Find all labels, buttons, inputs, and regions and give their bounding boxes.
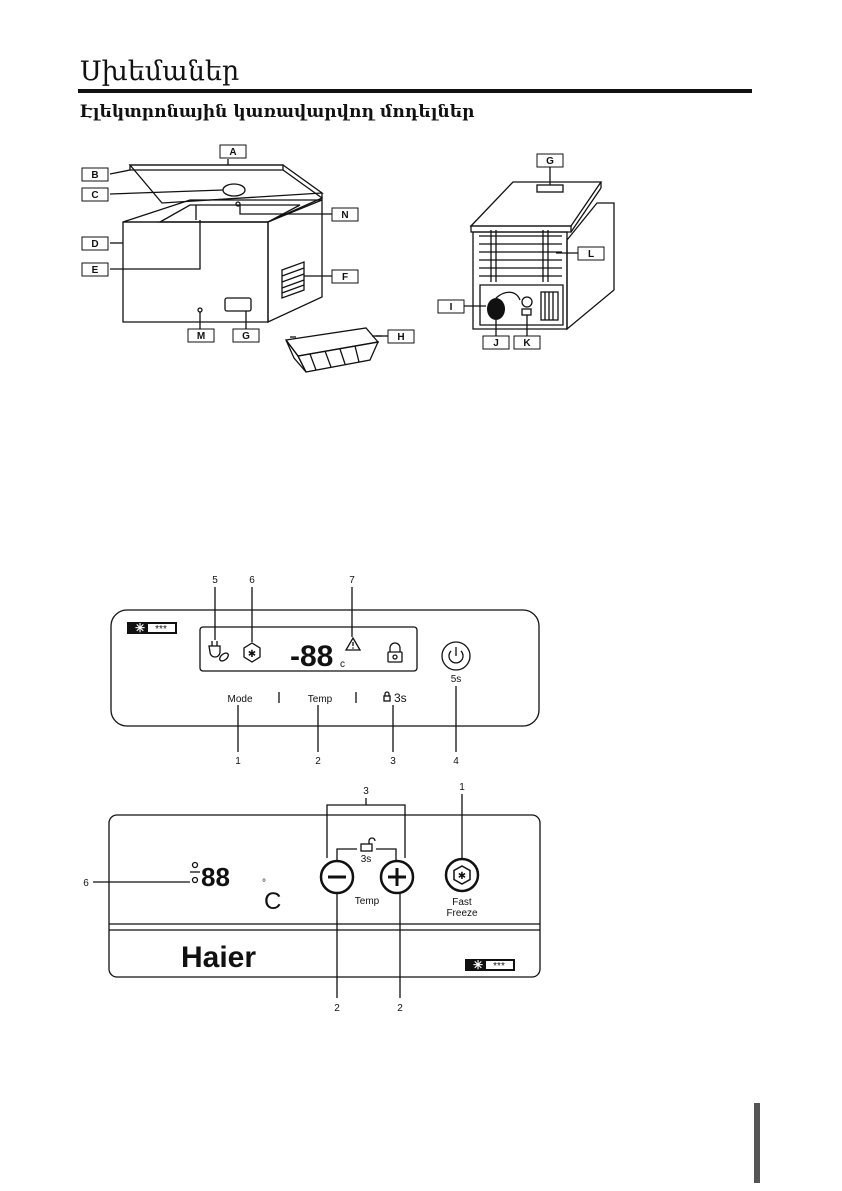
label-d: D bbox=[91, 239, 98, 250]
control-panel-2: 88 ° C 3s Temp ✱ Fast Freeze bbox=[83, 782, 541, 1014]
snowflake-icon: ✳ bbox=[135, 621, 145, 635]
lid-handle bbox=[222, 183, 246, 197]
fast-freeze-small-icon bbox=[191, 861, 199, 869]
warning-icon bbox=[344, 636, 362, 651]
label-l: L bbox=[588, 249, 594, 260]
label-a: A bbox=[229, 147, 236, 158]
callout-6: 6 bbox=[249, 575, 255, 586]
temp-label-2: Temp bbox=[355, 896, 380, 907]
page-title: Սխեմաներ bbox=[80, 56, 240, 87]
callout-3: 3 bbox=[390, 756, 396, 767]
freezer-back-diagram: G L I J K bbox=[437, 153, 615, 350]
temp-decrease-button[interactable] bbox=[319, 859, 355, 895]
label-j: J bbox=[493, 338, 499, 349]
star-rating-2: *** bbox=[493, 961, 505, 972]
celsius-unit: C bbox=[264, 888, 281, 915]
label-m: M bbox=[197, 331, 205, 342]
brand-logo: Haier bbox=[181, 941, 256, 974]
power-button[interactable] bbox=[441, 641, 471, 671]
temperature-display: -88 bbox=[290, 640, 333, 673]
callout2-1: 1 bbox=[459, 782, 465, 793]
label-n: N bbox=[341, 210, 348, 221]
callout-4: 4 bbox=[453, 756, 459, 767]
freezer-side bbox=[267, 196, 323, 324]
callout2-3: 3 bbox=[363, 786, 369, 797]
temp-button[interactable]: Temp bbox=[308, 694, 333, 705]
label-h: H bbox=[397, 332, 404, 343]
callout2-2b: 2 bbox=[397, 1003, 403, 1014]
label-b: B bbox=[91, 170, 98, 181]
label-f: F bbox=[342, 272, 348, 283]
fast-freeze-indicator-icon: ✱ bbox=[243, 642, 261, 663]
lock-small-icon bbox=[383, 691, 391, 702]
page-edge-marker bbox=[754, 1103, 760, 1183]
label-k: K bbox=[523, 338, 531, 349]
callout2-2a: 2 bbox=[334, 1003, 340, 1014]
label-i: I bbox=[450, 302, 453, 313]
freezer-diagram: A B C D E N F M G H bbox=[81, 144, 415, 373]
unit-symbol: c bbox=[340, 659, 345, 670]
basket bbox=[284, 327, 382, 373]
svg-text:✱: ✱ bbox=[458, 871, 466, 882]
callout-7: 7 bbox=[349, 575, 355, 586]
callout-1: 1 bbox=[235, 756, 241, 767]
freeze-label: Freeze bbox=[446, 908, 478, 919]
mode-button[interactable]: Mode bbox=[227, 694, 252, 705]
title-rule bbox=[78, 89, 752, 93]
freezer-front bbox=[122, 221, 269, 323]
lock-icon bbox=[387, 642, 403, 663]
eco-small-icon bbox=[191, 876, 199, 884]
fast-freeze-button[interactable]: ✱ bbox=[444, 857, 480, 893]
unlock-icon bbox=[360, 837, 376, 852]
power-hold-label: 5s bbox=[451, 674, 462, 685]
star-rating: *** bbox=[155, 624, 167, 635]
back-label-g: G bbox=[546, 156, 554, 167]
temperature-display-2: 88 bbox=[201, 862, 230, 892]
fast-label: Fast bbox=[452, 897, 472, 908]
callout-5: 5 bbox=[212, 575, 218, 586]
callout2-6: 6 bbox=[83, 878, 89, 889]
control-panel-1: ✳ *** ✱ -88 c bbox=[110, 575, 540, 767]
label-e: E bbox=[92, 265, 99, 276]
snowflake-icon-2: ✳ bbox=[473, 958, 483, 972]
label-g: G bbox=[242, 331, 250, 342]
freezer-lid bbox=[128, 164, 324, 204]
lock-button[interactable]: 3s bbox=[394, 691, 407, 705]
svg-text:✱: ✱ bbox=[248, 649, 256, 660]
eco-plug-icon bbox=[208, 641, 229, 662]
callout-2: 2 bbox=[315, 756, 321, 767]
hold-3s-label: 3s bbox=[361, 854, 372, 865]
display-window bbox=[199, 626, 418, 672]
section-subtitle: Էլեկտրոնային կառավարվող մոդելներ bbox=[80, 102, 475, 122]
temp-increase-button[interactable] bbox=[379, 859, 415, 895]
degree-symbol: ° bbox=[262, 878, 266, 889]
label-c: C bbox=[91, 190, 98, 201]
